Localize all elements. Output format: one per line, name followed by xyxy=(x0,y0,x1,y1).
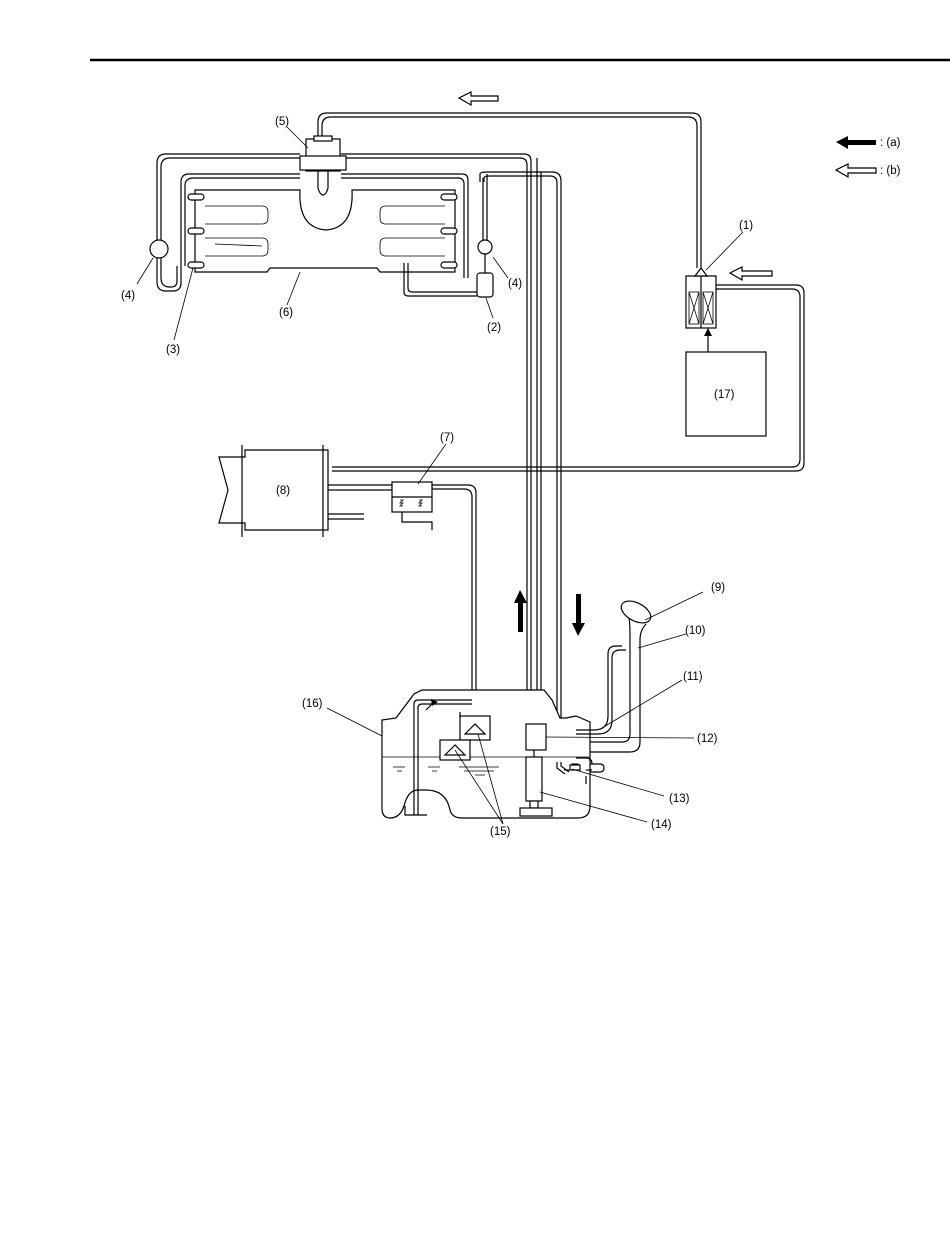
label-15: (15) xyxy=(490,826,511,838)
label-14: (14) xyxy=(651,819,672,831)
label-5: (5) xyxy=(275,116,289,128)
fuel-tank xyxy=(382,690,604,818)
label-8: (8) xyxy=(276,485,290,497)
label-4-left: (4) xyxy=(121,290,135,302)
part-2-fitting xyxy=(404,254,493,297)
top-return-line xyxy=(318,92,701,268)
label-10: (10) xyxy=(685,625,706,637)
legend-solid-arrow-icon xyxy=(836,136,876,149)
label-17: (17) xyxy=(714,389,735,401)
legend: : (a) : (b) xyxy=(836,136,901,177)
pressure-regulator xyxy=(300,136,346,195)
filler-cap xyxy=(618,597,655,628)
label-4-right: (4) xyxy=(508,278,522,290)
flow-arrow-up-icon xyxy=(514,590,527,632)
label-13: (13) xyxy=(669,793,690,805)
pulsation-damper-left xyxy=(150,240,168,258)
label-3: (3) xyxy=(166,344,180,356)
label-7: (7) xyxy=(440,432,454,444)
vertical-pipes xyxy=(480,158,585,762)
flow-arrow-in-icon xyxy=(730,267,772,280)
label-1: (1) xyxy=(739,220,753,232)
legend-hollow-arrow-icon xyxy=(836,164,876,177)
two-way-valve xyxy=(392,482,476,712)
purge-valve-assembly xyxy=(332,267,804,471)
charcoal-canister xyxy=(219,445,392,537)
label-16: (16) xyxy=(302,698,323,710)
legend-label-a: : (a) xyxy=(880,137,901,149)
label-6: (6) xyxy=(279,307,293,319)
injectors-left xyxy=(188,194,204,268)
label-2: (2) xyxy=(487,322,501,334)
label-12: (12) xyxy=(697,733,718,745)
fuel-rail-assembly xyxy=(150,136,531,724)
label-9: (9) xyxy=(711,582,725,594)
flow-arrow-down-icon xyxy=(572,594,585,636)
legend-label-b: : (b) xyxy=(880,165,901,177)
manifold-body xyxy=(195,190,455,272)
pulsation-damper-right xyxy=(478,240,492,254)
flow-arrow-top-icon xyxy=(459,92,498,105)
fuel-pump-unit xyxy=(526,724,546,750)
label-11: (11) xyxy=(683,671,703,683)
